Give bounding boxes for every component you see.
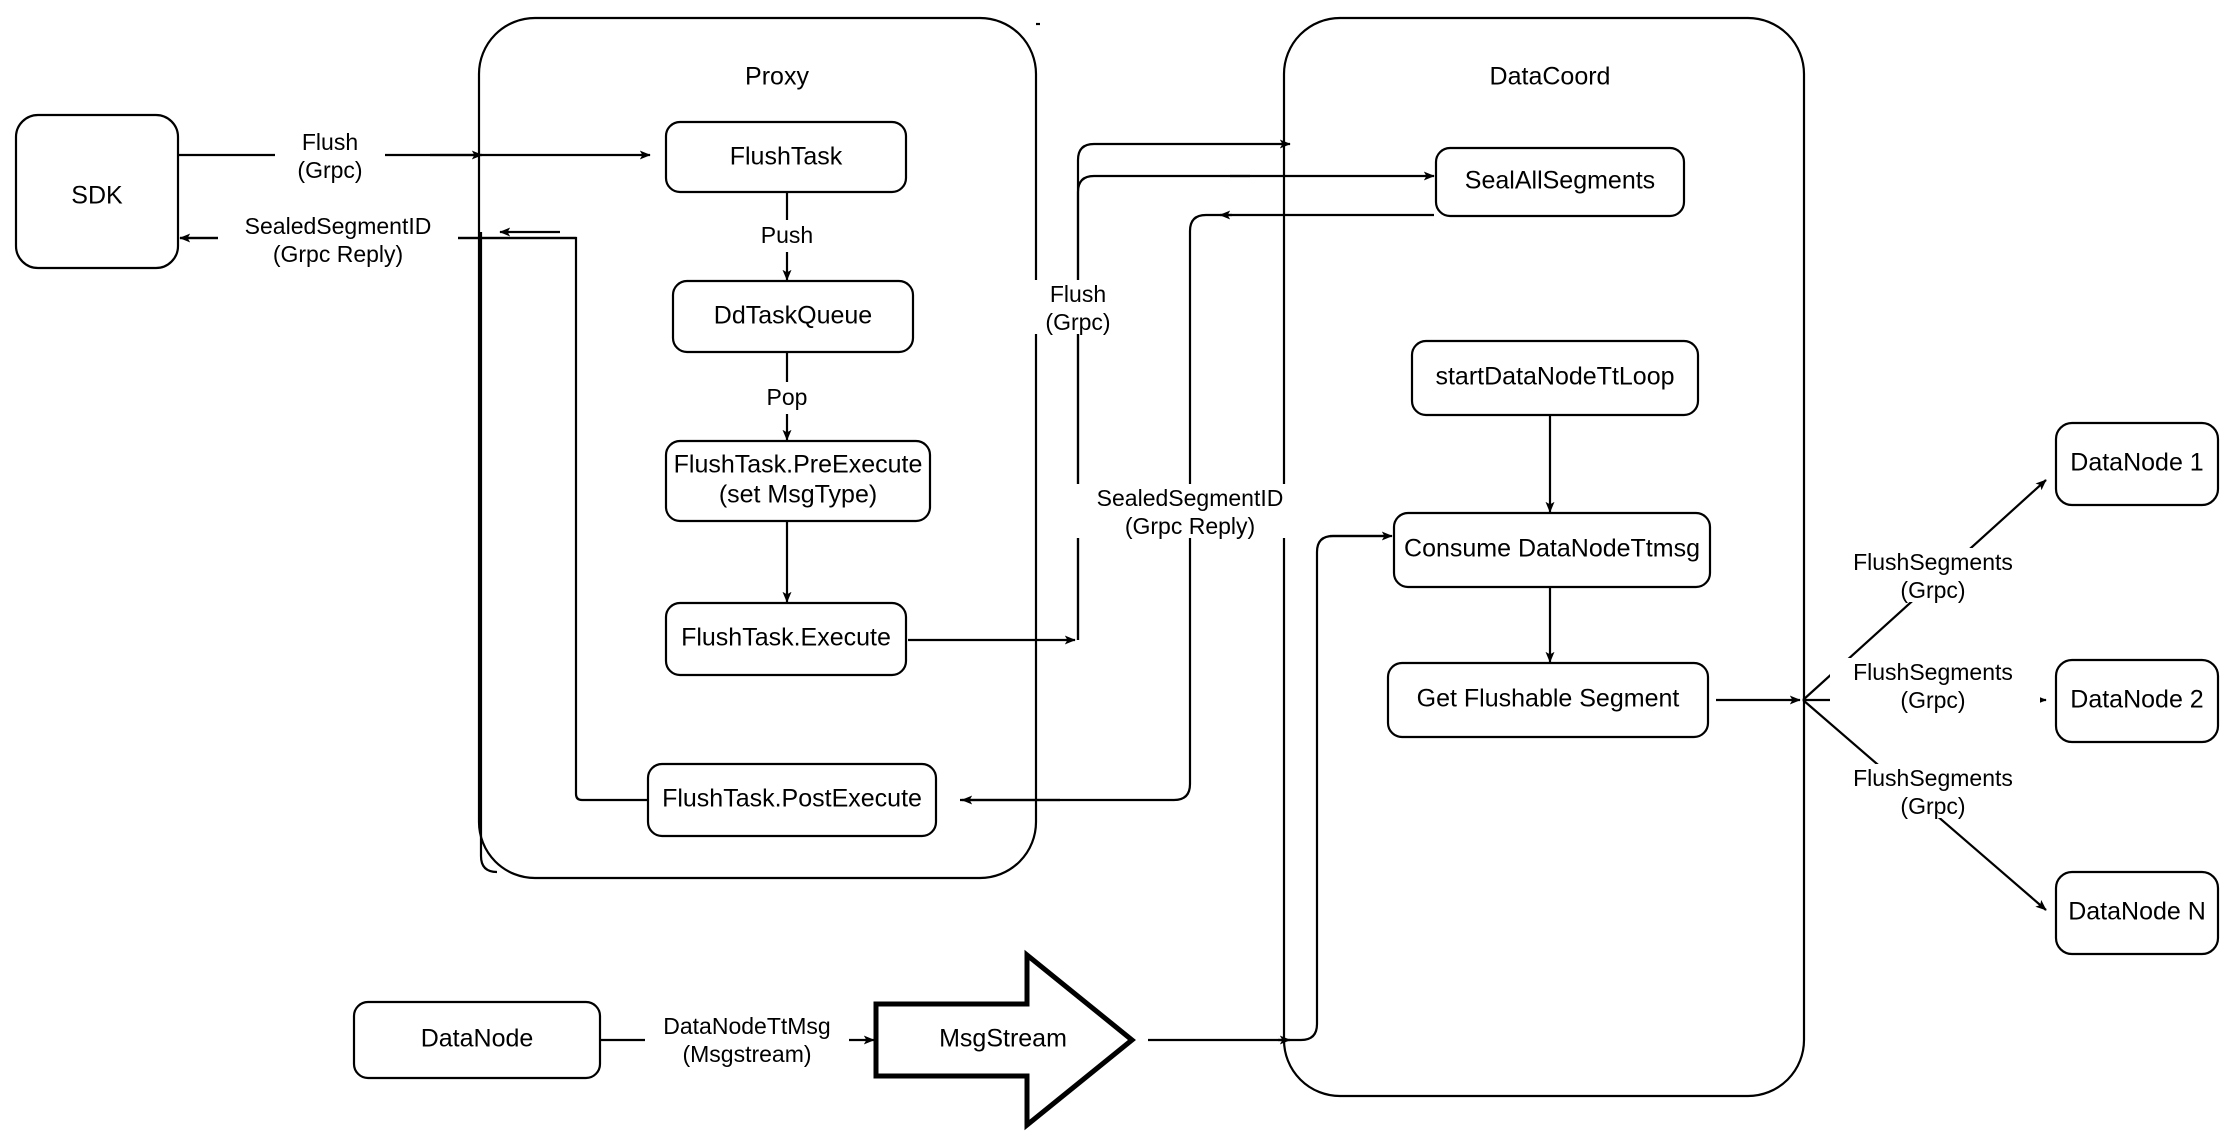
node-datanode-bottom-rect[interactable] <box>352 1000 602 1080</box>
node-datanode-n-rect[interactable] <box>2054 870 2220 956</box>
edge-label-sdk-to-proxy-line2: (Grpc) <box>297 157 362 183</box>
edge-label-datanode-to-msgstream-line2: (Msgstream) <box>682 1041 811 1067</box>
edge-label-flushsegments-n-line2: (Grpc) <box>1900 793 1965 819</box>
node-get-flushable-segment-label: Get Flushable Segment <box>1417 685 1680 713</box>
node-datanode-2-label: DataNode 2 <box>2070 686 2203 714</box>
node-flushtask-execute-rect[interactable] <box>664 601 908 677</box>
node-sdk[interactable]: SDK <box>14 113 180 270</box>
node-flushtask-execute-label: FlushTask.Execute <box>681 624 891 652</box>
edge-label-datanode-to-msgstream-line1: DataNodeTtMsg <box>663 1013 830 1039</box>
node-datanode-bottom-label: DataNode <box>421 1025 534 1053</box>
node-flushtask-preexecute-label-line2: (set MsgType) <box>719 481 877 509</box>
node-msgstream[interactable]: MsgStream <box>873 949 1136 1131</box>
node-ddtaskqueue[interactable]: DdTaskQueue <box>671 279 915 354</box>
node-consume-datanodettmsg-rect[interactable] <box>1392 511 1712 589</box>
node-flushtask-postexecute-label: FlushTask.PostExecute <box>662 785 922 813</box>
edge-label-flushsegments-2: FlushSegments (Grpc) <box>1830 658 2040 713</box>
edge-label-flushsegments-n-line1: FlushSegments <box>1853 765 2013 791</box>
edge-label-flushsegments-n: FlushSegments (Grpc) <box>1830 764 2040 819</box>
node-msgstream-label: MsgStream <box>939 1025 1067 1053</box>
node-datanode-1-label: DataNode 1 <box>2070 449 2203 477</box>
edge-label-flushsegments-1-line1: FlushSegments <box>1853 549 2013 575</box>
edge-label-flushsegments-2-line1: FlushSegments <box>1853 659 2013 685</box>
node-flushtask-preexecute-label-line1: FlushTask.PreExecute <box>674 451 923 479</box>
edge-label-pop-text: Pop <box>767 384 808 410</box>
node-datanode-n[interactable]: DataNode N <box>2054 870 2220 956</box>
container-datacoord <box>1282 16 1806 1098</box>
node-sealallsegments-label: SealAllSegments <box>1465 167 1655 195</box>
node-ddtaskqueue-label: DdTaskQueue <box>714 302 872 330</box>
node-get-flushable-segment[interactable]: Get Flushable Segment <box>1386 661 1710 739</box>
edge-label-push-text: Push <box>761 222 813 248</box>
edge-label-flushsegments-1: FlushSegments (Grpc) <box>1830 548 2040 603</box>
node-datanode-2-rect[interactable] <box>2054 658 2220 744</box>
edge-label-proxy-to-sdk-line1: SealedSegmentID <box>245 213 432 239</box>
node-datanode-bottom[interactable]: DataNode <box>352 1000 602 1080</box>
node-sealallsegments[interactable]: SealAllSegments <box>1434 146 1686 218</box>
node-msgstream-arrow-shape[interactable] <box>873 949 1136 1131</box>
edge-label-proxy-to-datacoord-line1: Flush <box>1050 281 1106 307</box>
node-consume-datanodettmsg[interactable]: Consume DataNodeTtmsg <box>1392 511 1712 589</box>
node-flushtask-rect[interactable] <box>664 120 908 194</box>
node-sdk-rect[interactable] <box>14 113 180 270</box>
edge-label-proxy-to-datacoord-line2: (Grpc) <box>1045 309 1110 335</box>
node-ddtaskqueue-rect[interactable] <box>671 279 915 354</box>
container-proxy-label: Proxy <box>745 63 809 91</box>
node-datanode-1[interactable]: DataNode 1 <box>2054 421 2220 507</box>
container-datacoord-label: DataCoord <box>1490 63 1611 91</box>
node-flushtask-label: FlushTask <box>730 143 843 171</box>
node-flushtask-preexecute[interactable]: FlushTask.PreExecute (set MsgType) <box>664 439 932 523</box>
node-sealallsegments-rect[interactable] <box>1434 146 1686 218</box>
edge-label-proxy-to-datacoord: Flush (Grpc) <box>1026 280 1130 335</box>
node-get-flushable-segment-rect[interactable] <box>1386 661 1710 739</box>
node-sdk-label: SDK <box>71 182 123 210</box>
node-flushtask-preexecute-rect[interactable] <box>664 439 932 523</box>
node-flushtask-execute[interactable]: FlushTask.Execute <box>664 601 908 677</box>
edge-label-datanode-to-msgstream: DataNodeTtMsg (Msgstream) <box>645 1012 849 1067</box>
edge-datacoord-ttbus <box>1278 534 1385 1042</box>
node-flushtask[interactable]: FlushTask <box>664 120 908 194</box>
node-consume-datanodettmsg-label: Consume DataNodeTtmsg <box>1404 535 1700 563</box>
node-datanode-1-rect[interactable] <box>2054 421 2220 507</box>
node-startdatanodettloop[interactable]: startDataNodeTtLoop <box>1410 339 1700 417</box>
edge-label-flushsegments-1-line2: (Grpc) <box>1900 577 1965 603</box>
edge-label-datacoord-to-proxy: SealedSegmentID (Grpc Reply) <box>1075 484 1305 539</box>
node-datanode-2[interactable]: DataNode 2 <box>2054 658 2220 744</box>
edge-label-datacoord-to-proxy-line2: (Grpc Reply) <box>1125 513 1255 539</box>
node-startdatanodettloop-label: startDataNodeTtLoop <box>1435 363 1674 391</box>
edge-label-flushsegments-2-line2: (Grpc) <box>1900 687 1965 713</box>
edge-label-proxy-to-sdk-line2: (Grpc Reply) <box>273 241 403 267</box>
edge-flush-grpc-bus2 <box>1076 174 1250 640</box>
node-datanode-n-label: DataNode N <box>2068 898 2206 926</box>
node-flushtask-postexecute[interactable]: FlushTask.PostExecute <box>646 762 938 838</box>
edge-label-sdk-to-proxy-line1: Flush <box>302 129 358 155</box>
container-proxy <box>477 16 1038 880</box>
edge-label-sdk-to-proxy: Flush (Grpc) <box>275 128 385 183</box>
edge-label-datacoord-to-proxy-line1: SealedSegmentID <box>1097 485 1284 511</box>
edge-flush-grpc-bus <box>1076 139 1291 640</box>
node-startdatanodettloop-rect[interactable] <box>1410 339 1700 417</box>
edge-label-pop: Pop <box>757 382 817 414</box>
edge-postexecute-to-sdk <box>179 233 648 802</box>
edge-label-push: Push <box>752 220 822 252</box>
edge-label-proxy-to-sdk: SealedSegmentID (Grpc Reply) <box>218 212 458 267</box>
edge-proxy-left-bus <box>479 232 498 874</box>
node-flushtask-postexecute-rect[interactable] <box>646 762 938 838</box>
